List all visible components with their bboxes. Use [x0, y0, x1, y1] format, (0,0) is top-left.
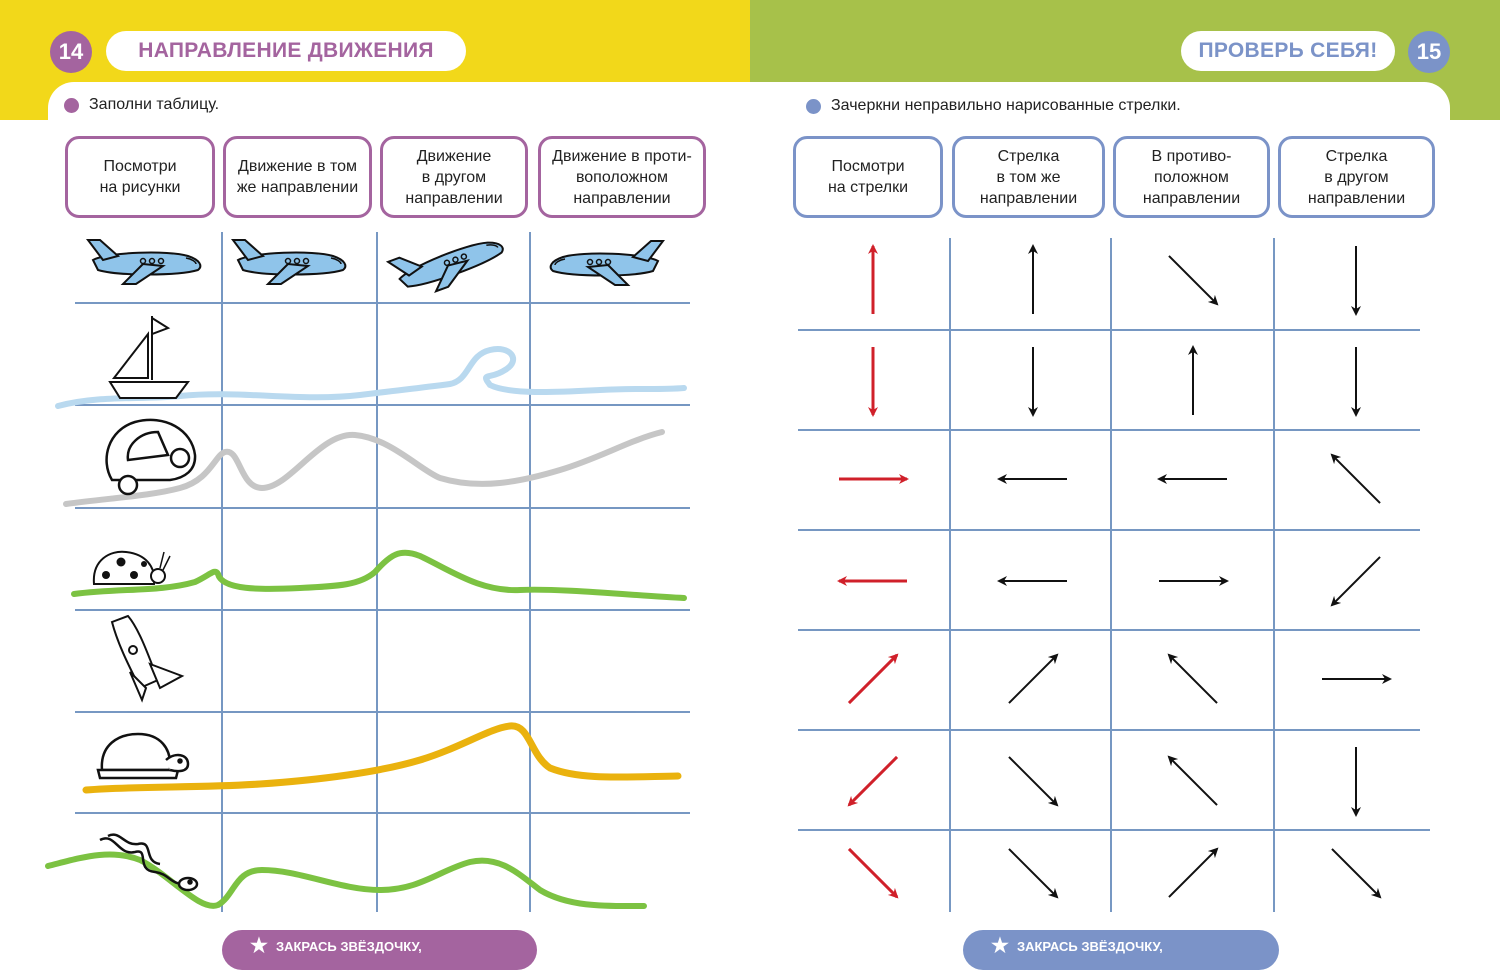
rocket-icon — [110, 614, 185, 703]
footer-right: ★ ЗАКРАСЬ ЗВЁЗДОЧКУ, — [963, 930, 1279, 970]
snake-track-line — [45, 851, 647, 910]
arrow-down-left-icon — [847, 755, 899, 807]
header-text: Стрелка в том же направлении — [979, 147, 1078, 207]
airplane-icon — [387, 222, 510, 305]
snake-icon — [99, 833, 199, 892]
left-header-same: Движение в том же направлении — [223, 136, 372, 218]
arrow-up-right-icon — [1168, 847, 1219, 898]
ladybug-icon — [92, 550, 171, 585]
footer-right-text: ЗАКРАСЬ ЗВЁЗДОЧКУ, — [1016, 939, 1163, 954]
right-header-other: Стрелка в другом направлении — [1278, 136, 1435, 218]
page-number-right: 15 — [1408, 31, 1450, 73]
airplane-icon — [87, 239, 202, 285]
left-header-other: Движение в другом направлении — [380, 136, 528, 218]
instruction-left-text: Заполни таблицу. — [89, 96, 220, 113]
road-line — [63, 429, 665, 507]
left-grid-lines — [75, 232, 690, 912]
left-page-sheet — [48, 82, 750, 962]
bullet-dot — [806, 98, 821, 114]
right-page-sheet — [750, 82, 1450, 962]
left-header-opposite: Движение в проти- воположном направлении — [538, 136, 706, 218]
turtle-icon — [96, 732, 190, 780]
arrow-up-left-icon — [1167, 755, 1218, 806]
arrow-up-right-icon — [847, 653, 899, 705]
ground-line — [82, 722, 682, 794]
instruction-left: Заполни таблицу. — [64, 96, 219, 114]
grass-line — [71, 549, 687, 601]
sailboat-icon — [108, 316, 190, 399]
header-text: Движение в проти- воположном направлении — [552, 147, 692, 207]
footer-left-text: ЗАКРАСЬ ЗВЁЗДОЧКУ, — [275, 939, 422, 954]
right-header-look: Посмотри на стрелки — [793, 136, 943, 218]
right-header-same: Стрелка в том же направлении — [952, 136, 1105, 218]
page-title-left: НАПРАВЛЕНИЕ ДВИЖЕНИЯ — [106, 31, 466, 71]
right-grid-lines — [798, 238, 1430, 912]
left-header-look: Посмотри на рисунки — [65, 136, 215, 218]
arrow-down-left-icon — [1330, 556, 1381, 607]
star-icon: ★ — [991, 935, 1009, 957]
instruction-right-text: Зачеркни неправильно нарисованные стрелк… — [831, 97, 1181, 114]
arrow-down-right-icon — [1168, 255, 1219, 306]
header-text: Движение в том же направлении — [236, 158, 359, 196]
page-title-right: ПРОВЕРЬ СЕБЯ! — [1181, 31, 1395, 71]
airplane-icon — [232, 239, 347, 285]
arrow-up-right-icon — [1008, 653, 1059, 704]
instruction-right: Зачеркни неправильно нарисованные стрелк… — [806, 97, 1181, 115]
header-text: Движение в другом направлении — [405, 147, 503, 207]
arrow-up-left-icon — [1167, 653, 1218, 704]
footer-left: ★ ЗАКРАСЬ ЗВЁЗДОЧКУ, — [222, 930, 537, 970]
arrow-down-right-icon — [1008, 756, 1059, 807]
header-text: В противо- положном направлении — [1142, 147, 1241, 207]
header-text: Посмотри на рисунки — [99, 158, 181, 196]
arrow-down-right-icon — [847, 847, 899, 899]
arrow-grid — [837, 244, 1392, 899]
header-text: Стрелка в другом направлении — [1307, 147, 1406, 207]
star-icon: ★ — [250, 935, 268, 957]
header-text: Посмотри на стрелки — [827, 158, 909, 196]
arrow-down-right-icon — [1331, 848, 1382, 899]
car-icon — [105, 418, 197, 496]
page-number-left: 14 — [50, 31, 92, 73]
arrow-up-left-icon — [1330, 453, 1381, 504]
wave-line — [55, 346, 687, 409]
arrow-down-right-icon — [1008, 848, 1059, 899]
right-header-opposite: В противо- положном направлении — [1113, 136, 1270, 218]
airplane-icon — [549, 240, 664, 286]
bullet-dot — [64, 97, 79, 113]
